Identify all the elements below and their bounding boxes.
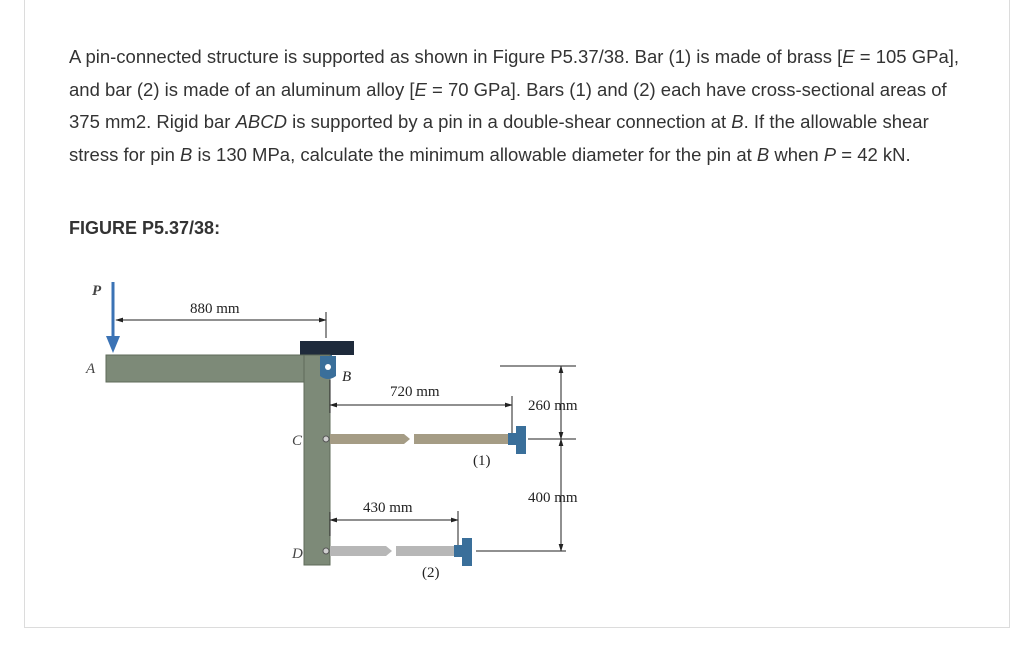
var-ABCD: ABCD	[235, 111, 287, 133]
label-bar2: (2)	[422, 565, 440, 581]
bar-1-brass-right	[414, 434, 508, 444]
pin-D	[322, 547, 330, 555]
label-P: P	[92, 283, 102, 299]
label-D: D	[291, 546, 303, 562]
pin-C	[322, 435, 330, 443]
bar-2-support	[462, 538, 472, 566]
dim-720: 720 mm	[390, 384, 440, 400]
dim-260: 260 mm	[528, 398, 578, 414]
dim-400: 400 mm	[528, 490, 578, 506]
var-B: B	[731, 111, 744, 133]
var-E: E	[414, 78, 427, 100]
structure-figure: P 880 mm A B 720 mm C (1) 260 mm 400 mm …	[85, 282, 578, 581]
rigid-bar-horizontal	[105, 354, 331, 383]
load-arrowhead	[106, 336, 120, 353]
rigid-bar-vertical	[303, 354, 331, 566]
question-card	[24, 0, 1010, 628]
bar-2-aluminum-right	[396, 546, 454, 556]
dim-430: 430 mm	[363, 500, 413, 516]
var-E: E	[842, 46, 855, 67]
bar-2-aluminum-left	[330, 546, 392, 556]
label-A: A	[85, 361, 96, 377]
label-C: C	[292, 433, 303, 449]
bar-1-brass-left	[330, 434, 410, 444]
support-plate	[300, 341, 354, 355]
problem-statement: A pin-connected structure is supported a…	[69, 46, 960, 165]
var-B: B	[756, 143, 770, 165]
pin-B	[325, 364, 331, 370]
dim-880: 880 mm	[190, 301, 240, 317]
var-P: P	[823, 143, 837, 165]
figure-caption: FIGURE P5.37/38:	[69, 218, 221, 238]
bar-1-support	[516, 426, 526, 454]
label-B: B	[342, 369, 351, 385]
var-B: B	[180, 143, 193, 165]
label-bar1: (1)	[473, 453, 491, 469]
